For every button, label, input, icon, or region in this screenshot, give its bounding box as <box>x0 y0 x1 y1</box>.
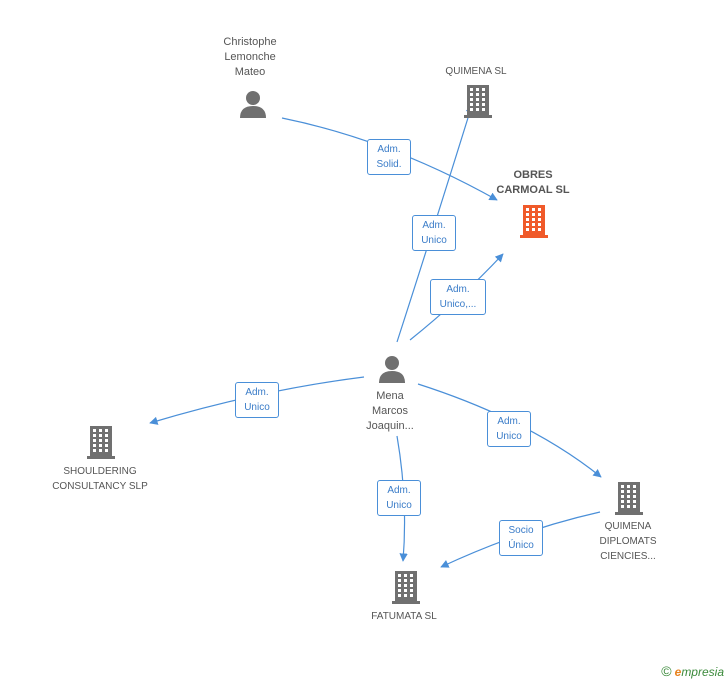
building-icon[interactable] <box>392 571 420 604</box>
company-label-fatumata[interactable]: FATUMATA SL <box>371 611 437 622</box>
edge-label-adm-unico-fatumata[interactable]: Adm. Unico <box>377 480 421 516</box>
edge-label-adm-unico-obres[interactable]: Adm. Unico,... <box>430 279 486 315</box>
brand-name: mpresia <box>681 665 724 679</box>
edge-label-adm-solid[interactable]: Adm. Solid. <box>367 139 411 175</box>
building-icon[interactable] <box>464 85 492 118</box>
company-label-quimena-diplomats[interactable]: QUIMENA DIPLOMATS CIENCIES... <box>599 521 657 562</box>
edge-label-adm-unico-diplomats[interactable]: Adm. Unico <box>487 411 531 447</box>
person-icon[interactable] <box>240 91 266 118</box>
brand-logo-e: e <box>674 665 682 679</box>
company-label-obres-carmoal[interactable]: OBRES CARMOAL SL <box>496 169 570 196</box>
edge-label-adm-unico-shouldering[interactable]: Adm. Unico <box>235 382 279 418</box>
building-icon[interactable] <box>520 205 548 238</box>
person-label-christophe[interactable]: Christophe Lemonche Mateo <box>223 36 277 78</box>
company-label-quimena-sl[interactable]: QUIMENA SL <box>445 66 507 77</box>
building-icon[interactable] <box>87 426 115 459</box>
copyright-icon: © <box>661 663 672 679</box>
company-label-shouldering[interactable]: SHOULDERING CONSULTANCY SLP <box>52 466 148 492</box>
footer-brand[interactable]: ©empresia <box>661 663 724 679</box>
building-icon[interactable] <box>615 482 643 515</box>
person-icon[interactable] <box>379 356 405 383</box>
person-label-mena[interactable]: Mena Marcos Joaquin... <box>366 390 414 432</box>
edge-label-socio-unico[interactable]: Socio Único <box>499 520 543 556</box>
edge-label-adm-unico-quimena[interactable]: Adm. Unico <box>412 215 456 251</box>
